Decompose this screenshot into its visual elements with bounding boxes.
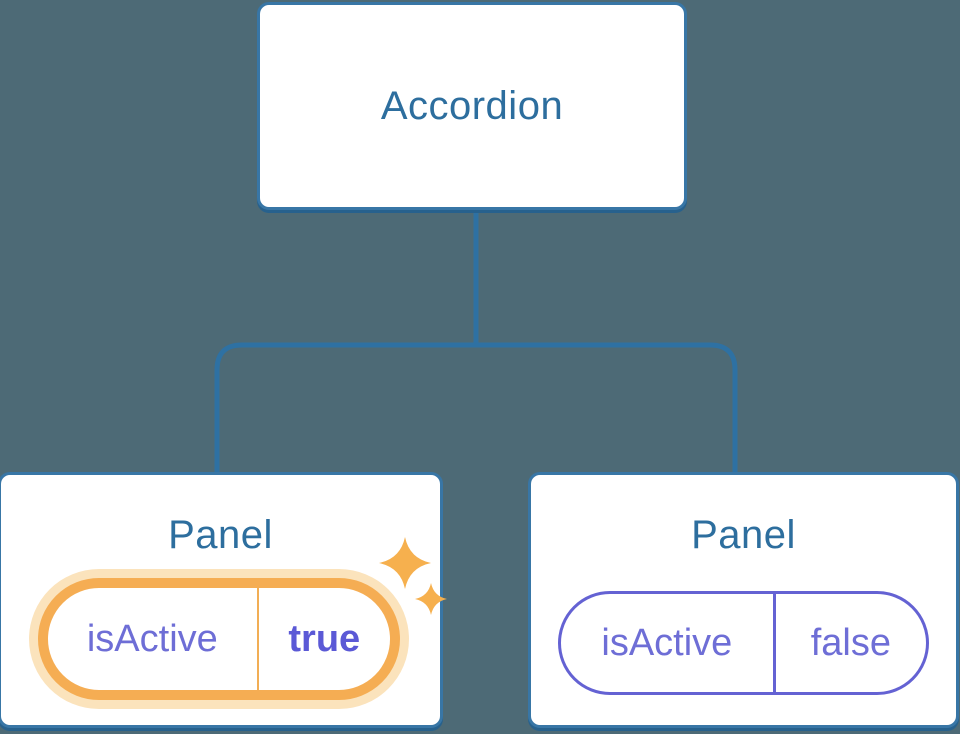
- state-pill-active: isActive true: [38, 578, 400, 700]
- pill-divider: [772, 594, 776, 692]
- panel-node-label: Panel: [168, 513, 273, 557]
- prop-value: true: [288, 617, 361, 660]
- state-pill-inactive: isActive false: [558, 591, 929, 695]
- state-pill-glow: isActive true: [29, 569, 409, 709]
- prop-value: false: [810, 621, 891, 664]
- pill-divider: [256, 588, 259, 690]
- panel-node-inactive: Panel isActive false: [528, 472, 959, 728]
- prop-name: isActive: [601, 621, 733, 664]
- prop-name: isActive: [86, 617, 218, 660]
- accordion-node-label: Accordion: [380, 83, 564, 128]
- panel-node-active: Panel isActive true: [0, 472, 447, 728]
- accordion-node: Accordion: [257, 2, 687, 210]
- panel-node-label: Panel: [691, 513, 796, 557]
- sparkles-icon: [379, 537, 447, 615]
